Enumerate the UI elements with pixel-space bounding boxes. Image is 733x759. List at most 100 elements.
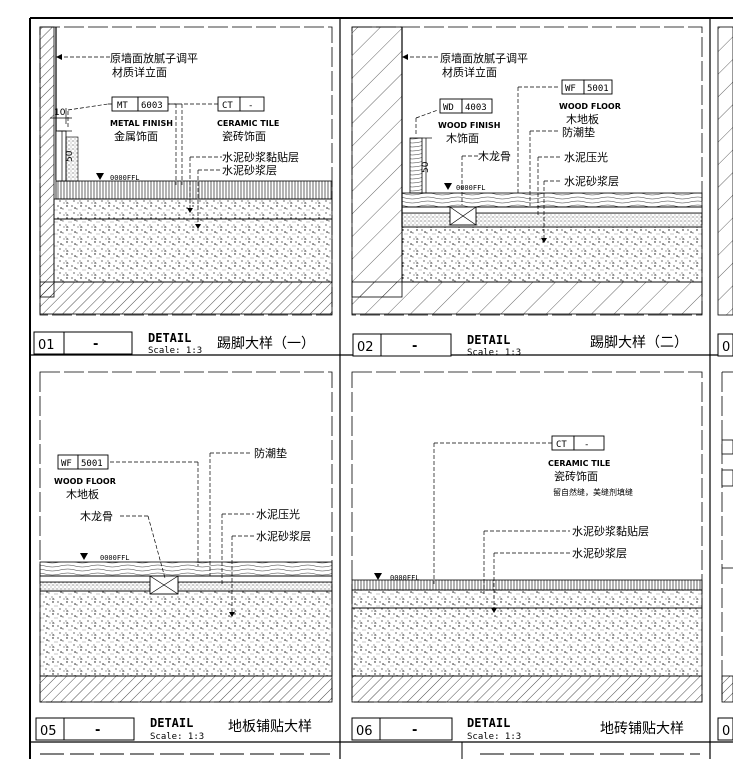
ffl-label: 0000FFL — [100, 554, 130, 562]
wall-note-line2: 材质详立面 — [442, 65, 497, 79]
svg-text:5001: 5001 — [81, 459, 103, 469]
material-tag-ceramic: CT - — [551, 435, 605, 451]
detail-panel-01: 10 50 0000FFL 原墙面放腻子调平 材质详立面 MT 6003 MET… — [39, 26, 333, 316]
panel-title-01: 踢脚大样（一） — [217, 336, 315, 352]
panel-number-05: 05 — [40, 724, 57, 739]
leader-lines — [404, 56, 562, 240]
wall-note-line1: 原墙面放腻子调平 — [110, 51, 198, 65]
scale-label-06: Scale: 1:3 — [467, 732, 521, 742]
title-block-01: 01 - DETAIL Scale: 1:3 踢脚大样（一） — [33, 331, 315, 356]
scale-label-01: Scale: 1:3 — [148, 346, 202, 356]
leader-lines — [110, 452, 254, 614]
structural-slab — [351, 281, 703, 315]
panel-title-05: 地板铺贴大样 — [228, 719, 312, 735]
ceramic-tile-en: CERAMIC TILE — [217, 119, 279, 128]
detail-panel-06: 0000FFL CT - CERAMIC TILE 瓷砖饰面 留自然缝，美缝剂填… — [351, 371, 703, 703]
svg-text:5001: 5001 — [587, 84, 609, 94]
wood-floor-layer — [39, 561, 333, 577]
detail-label-05: DETAIL — [150, 716, 193, 730]
panel-number-06: 06 — [356, 724, 373, 739]
title-block-06: 06 - DETAIL Scale: 1:3 地砖铺贴大样 — [351, 716, 684, 742]
wood-finish-en: WOOD FINISH — [438, 121, 500, 130]
mortar-layer — [401, 226, 703, 283]
svg-text:CT: CT — [222, 101, 233, 111]
mortar-layer — [39, 590, 333, 677]
ffl-marker-icon — [374, 573, 382, 580]
ceramic-tile-layer — [55, 180, 333, 200]
ceramic-tile-en: CERAMIC TILE — [548, 459, 610, 468]
bonding-mortar-layer — [351, 589, 703, 609]
partial-panel-number: 0 — [722, 340, 730, 355]
joint-note: 留自然缝，美缝剂填缝 — [553, 487, 633, 497]
mortar-layer — [351, 607, 703, 677]
panel-number-01: 01 — [38, 338, 55, 353]
structural-slab — [39, 675, 333, 703]
dimension-10: 10 — [54, 108, 66, 118]
partial-right-panels: 0 0 — [717, 26, 733, 741]
structural-slab — [39, 281, 333, 315]
ffl-label: 0000FFL — [110, 174, 140, 182]
svg-text:-: - — [584, 440, 589, 450]
ffl-label: 0000FFL — [456, 184, 486, 192]
dimension-50: 50 — [421, 161, 431, 173]
ffl-label: 0000FFL — [390, 574, 420, 582]
dimension-lines — [422, 137, 432, 194]
leader-lines — [58, 56, 222, 226]
cement-screed-layer — [401, 212, 703, 228]
scale-label-02: Scale: 1:3 — [467, 348, 521, 358]
note-wood-keel: 木龙骨 — [478, 150, 511, 163]
panel-title-02: 踢脚大样（二） — [590, 335, 688, 351]
wood-floor-en: WOOD FLOOR — [54, 477, 116, 486]
note-mortar: 水泥砂浆层 — [564, 174, 619, 188]
note-bonding-mortar: 水泥砂浆黏贴层 — [222, 150, 299, 164]
svg-text:-: - — [248, 101, 253, 111]
wood-finish-cn: 木饰面 — [446, 131, 479, 145]
note-bonding-mortar: 水泥砂浆黏贴层 — [572, 524, 649, 538]
detail-label-01: DETAIL — [148, 331, 191, 345]
wood-floor-en: WOOD FLOOR — [559, 102, 621, 111]
ceramic-tile-layer — [351, 579, 703, 591]
ffl-marker-icon — [96, 173, 104, 180]
svg-text:WD: WD — [443, 103, 454, 113]
mortar-layer — [53, 218, 333, 283]
material-tag-wood-floor: WF 5001 — [57, 454, 109, 470]
wood-floor-layer — [401, 192, 703, 208]
svg-text:-: - — [412, 723, 417, 738]
material-tag-metal: MT 6003 — [111, 96, 169, 112]
metal-finish-cn: 金属饰面 — [114, 129, 158, 143]
svg-text:-: - — [93, 337, 98, 352]
wall-section — [39, 26, 55, 298]
svg-text:6003: 6003 — [141, 101, 163, 111]
leader-lines — [433, 442, 570, 610]
structural-slab — [351, 675, 703, 703]
wall-note-line2: 材质详立面 — [112, 65, 167, 79]
bonding-mortar-layer — [53, 198, 333, 220]
svg-text:-: - — [95, 723, 100, 738]
material-tag-ceramic: CT - — [217, 96, 265, 112]
wood-floor-cn: 木地板 — [66, 487, 99, 501]
svg-text:-: - — [412, 339, 417, 354]
svg-text:MT: MT — [117, 101, 128, 111]
cement-screed-layer — [39, 581, 333, 592]
svg-text:4003: 4003 — [465, 103, 487, 113]
material-tag-wood-floor: WF 5001 — [561, 79, 613, 95]
dimension-50: 50 — [65, 150, 75, 162]
title-block-02: 02 - DETAIL Scale: 1:3 踢脚大样（二） — [352, 333, 688, 358]
ceramic-tile-cn: 瓷砖饰面 — [554, 469, 598, 483]
note-mortar: 水泥砂浆层 — [222, 163, 277, 177]
wall-section — [351, 26, 403, 298]
ffl-marker-icon — [80, 553, 88, 560]
panel-number-02: 02 — [357, 340, 374, 355]
ffl-marker-icon — [444, 183, 452, 190]
title-block-05: 05 - DETAIL Scale: 1:3 地板铺贴大样 — [35, 716, 312, 742]
svg-text:0: 0 — [722, 724, 730, 739]
material-tag-wood-finish: WD 4003 — [439, 98, 493, 114]
panel-title-06: 地砖铺贴大样 — [600, 721, 684, 737]
detail-label-06: DETAIL — [467, 716, 510, 730]
note-moisture-pad: 防潮垫 — [562, 125, 595, 139]
scale-label-05: Scale: 1:3 — [150, 732, 204, 742]
ceramic-tile-cn: 瓷砖饰面 — [222, 129, 266, 143]
detail-panel-02: 50 0000FFL 原墙面放腻子调平 材质详立面 WD 4003 WOOD F… — [351, 26, 703, 316]
